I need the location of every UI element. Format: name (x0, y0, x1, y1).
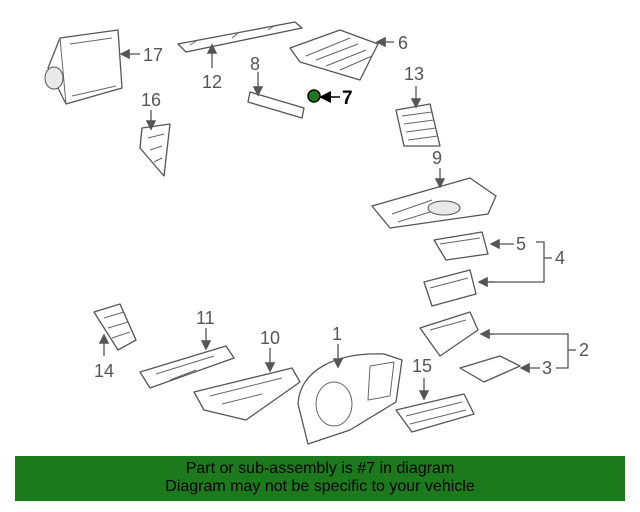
callout-8: 8 (250, 54, 260, 74)
callout-16: 16 (141, 90, 161, 110)
part-13-air-vent[interactable]: 13 (395, 64, 441, 147)
callout-7: 7 (342, 88, 353, 109)
part-9-console[interactable]: 9 (371, 148, 497, 229)
part-2-duct[interactable]: 2 (419, 311, 589, 369)
callout-13: 13 (404, 64, 424, 84)
part-12-trim-strip[interactable]: 12 (177, 21, 303, 92)
callout-14: 14 (94, 361, 114, 381)
info-banner: Part or sub-assembly is #7 in diagram Di… (15, 456, 625, 501)
callout-1: 1 (332, 324, 342, 344)
callout-11: 11 (196, 308, 215, 328)
part-15-duct[interactable]: 15 (395, 356, 475, 433)
callout-2: 2 (579, 340, 589, 360)
callout-5: 5 (516, 234, 526, 254)
part-4-storage-box[interactable]: 4 (423, 241, 565, 307)
part-11-frame[interactable]: 11 (139, 308, 235, 389)
callout-17: 17 (143, 45, 163, 65)
part-8-bracket[interactable]: 8 (247, 54, 305, 119)
callout-3: 3 (542, 358, 552, 378)
banner-line-disclaimer: Diagram may not be specific to your vehi… (165, 478, 475, 495)
part-14-side-vent[interactable]: 14 (93, 303, 137, 381)
part-10-frame[interactable]: 10 (193, 328, 301, 421)
part-1-cluster-bezel[interactable]: 1 (297, 324, 403, 445)
callout-12: 12 (202, 72, 222, 92)
callout-9: 9 (432, 148, 442, 168)
part-5-tray[interactable]: 5 (433, 231, 526, 261)
part-6-defroster-duct[interactable]: 6 (289, 29, 408, 81)
callout-6: 6 (398, 33, 408, 53)
callout-10: 10 (260, 328, 280, 348)
part-17-airbag-module[interactable]: 17 (44, 29, 163, 105)
part-3-pad[interactable]: 3 (459, 355, 552, 383)
callout-4: 4 (555, 248, 565, 268)
part-16-air-vent[interactable]: 16 (139, 90, 171, 177)
part-7-clip[interactable]: 7 (307, 88, 353, 109)
callout-15: 15 (412, 356, 432, 376)
banner-line-part: Part or sub-assembly is #7 in diagram (185, 460, 455, 477)
parts-diagram: 17 12 6 8 7 13 16 (44, 21, 589, 445)
